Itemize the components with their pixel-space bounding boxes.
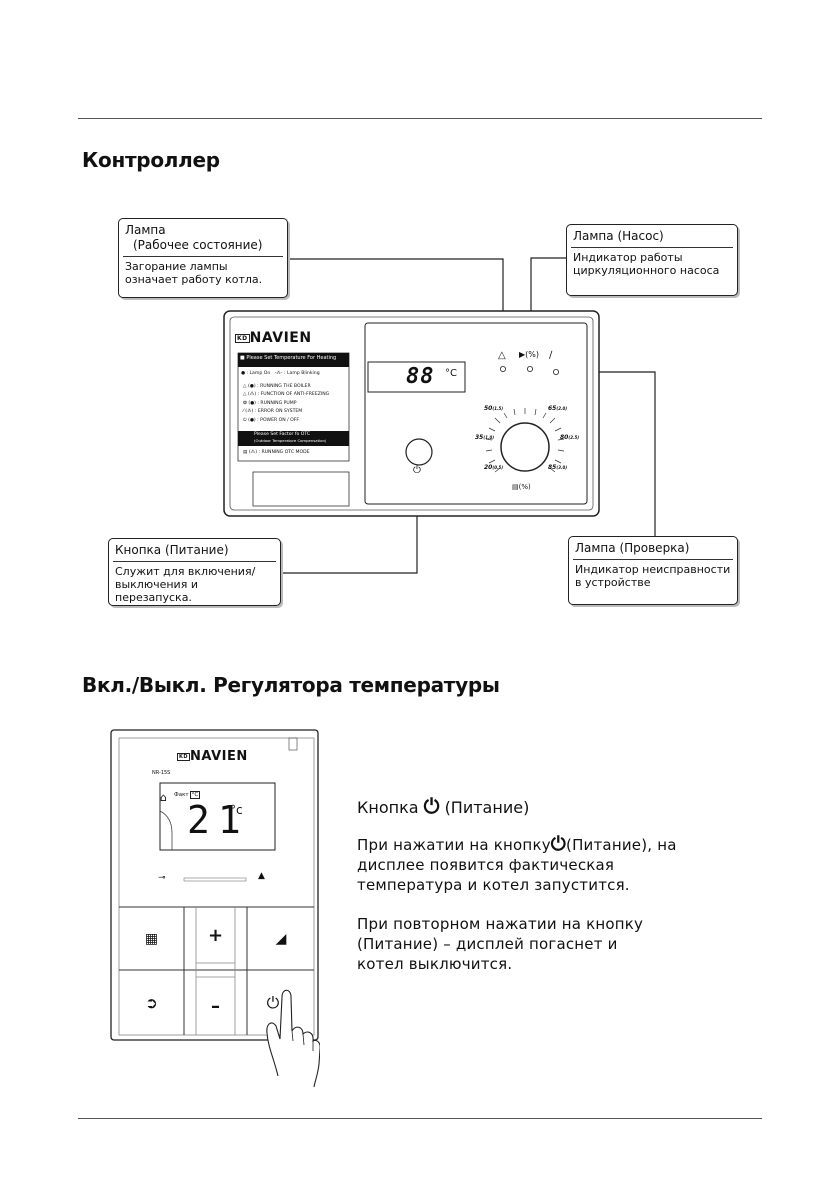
dial-footer: ▤(%) [512, 483, 531, 491]
controller-drawing [223, 310, 600, 517]
callout-title: Лампа (Проверка) [573, 537, 733, 560]
instructions-title: Кнопка ⏻ (Питание) [357, 794, 530, 818]
wrench-icon: ⊸ [158, 873, 166, 883]
legend-item-boiler: △ (●) : RUNNING THE BOILER [243, 384, 311, 389]
callout-desc: Индикатор работы циркуляционного насоса [573, 251, 720, 277]
section-heading-regulator: Вкл./Выкл. Регулятора температуры [82, 673, 500, 697]
display-readout: 88 [406, 364, 435, 389]
power-icon: ⏻ [550, 833, 567, 855]
callout-title: Кнопка (Питание) [113, 539, 276, 562]
hot-water-button[interactable]: ◢ [248, 908, 314, 969]
otc-header: Please Set Factor fo OTC (Outdoor Temper… [254, 432, 327, 443]
minus-button[interactable]: – [211, 996, 220, 1017]
radiator-icon: ▦ [144, 930, 159, 947]
callout-lamp-pump: Лампа (Насос) Индикатор работы циркуляци… [566, 224, 738, 296]
remote-brand-name: NAVIEN [190, 749, 248, 764]
display-unit: °C [445, 368, 457, 379]
top-divider [78, 118, 762, 119]
remote-brand-badge: KD [177, 752, 191, 761]
heating-mode-button[interactable]: ▦ [120, 908, 183, 969]
snowflake-icon: △ [243, 392, 247, 398]
legend-key: ● : Lamp On -⁂- : Lamp Blinking [241, 371, 349, 376]
brand-name: NAVIEN [249, 330, 312, 346]
legend-item-pump: ❂ (●) : RUNNING PUMP [243, 400, 297, 406]
exit-icon: ➲ [145, 994, 158, 1012]
callout-desc: Индикатор неисправности в устройстве [575, 563, 731, 589]
instructions-paragraph-2: При повторном нажатии на кнопку (Питание… [357, 915, 644, 973]
radiator-icon: ▤ [512, 483, 519, 491]
power-icon: ⏻ [266, 993, 280, 1012]
callout-lamp-check: Лампа (Проверка) Индикатор неисправности… [568, 536, 738, 605]
hot-water-icon: ◢ [275, 930, 287, 947]
callout-desc: Служит для включения/ выключения и перез… [115, 565, 256, 604]
power-icon: ⏻ [243, 417, 247, 423]
remote-temp: 21 [187, 798, 249, 842]
legend-on: ● : Lamp On [241, 371, 271, 376]
power-icon: ⏻ [423, 794, 440, 818]
legend-blink: -⁂- : Lamp Blinking [274, 371, 320, 376]
flame-icon: △ [243, 384, 247, 389]
legend-item-antifreeze: △ (⁂) : FUNCTION OF ANTI-FREEZING [243, 392, 330, 398]
away-mode-button[interactable]: ➲ [120, 971, 183, 1035]
pump-lamp-icon: ▶(%) [519, 350, 539, 359]
pump-icon: ❂ [243, 400, 247, 406]
otc-icon: ▤ [243, 450, 248, 455]
brand-badge: KD [235, 333, 250, 343]
home-icon: ⌂ [160, 791, 167, 804]
dial-label-65: 65(2.0) [548, 405, 568, 412]
remote-temp-unit: °c [230, 803, 243, 817]
bottom-divider [78, 1118, 762, 1119]
legend-item-error: ⁄ (⁂) : ERROR ON SYSTEM [243, 409, 303, 415]
legend-item-power: ⏻ (●) : POWER ON / OFF [243, 417, 300, 423]
remote-model: NR-15S [152, 770, 171, 776]
dial-label-50: 50(1.5) [484, 405, 504, 412]
callout-button-power: Кнопка (Питание) Служит для включения/ в… [108, 538, 281, 606]
dial-label-35: 35(1.0) [475, 434, 495, 441]
legend-list: △ (●) : RUNNING THE BOILER △ (⁂) : FUNCT… [243, 383, 349, 425]
callout-title: Лампа (Насос) [571, 225, 733, 248]
power-icon[interactable]: ⏻ [413, 465, 421, 476]
flame-icon: △ [498, 350, 506, 361]
dial-label-80: 80(2.5) [560, 434, 580, 441]
callout-title: Лампа [125, 223, 166, 237]
room-controller-drawing [110, 729, 321, 1088]
fact-label: Факт°C [174, 791, 201, 799]
section-heading-controller: Контроллер [82, 148, 220, 172]
wrench-icon: ∕ [549, 350, 553, 361]
instructions-paragraph-1: При нажатии на кнопку⏻(Питание), на дисп… [357, 833, 677, 894]
legend-header: ■ Please Set Temperature For Heating [240, 355, 337, 361]
otc-item: ▤ (⁂) : RUNNING OTC MODE [243, 450, 310, 455]
callout-lamp-status: Лампа (Рабочее состояние) Загорание ламп… [118, 218, 288, 298]
flame-icon: ▲ [258, 871, 265, 881]
heating-icon: ■ [240, 355, 245, 361]
plus-button[interactable]: + [207, 924, 224, 946]
dial-label-85: 85(3.0) [548, 464, 568, 471]
wrench-icon: ⁄ [243, 409, 244, 415]
callout-desc: Загорание лампы означает работу котла. [125, 260, 263, 286]
callout-subtitle: (Рабочее состояние) [133, 238, 263, 252]
dial-label-20: 20(0.5) [484, 464, 504, 471]
power-button[interactable]: ⏻ [248, 971, 314, 1035]
